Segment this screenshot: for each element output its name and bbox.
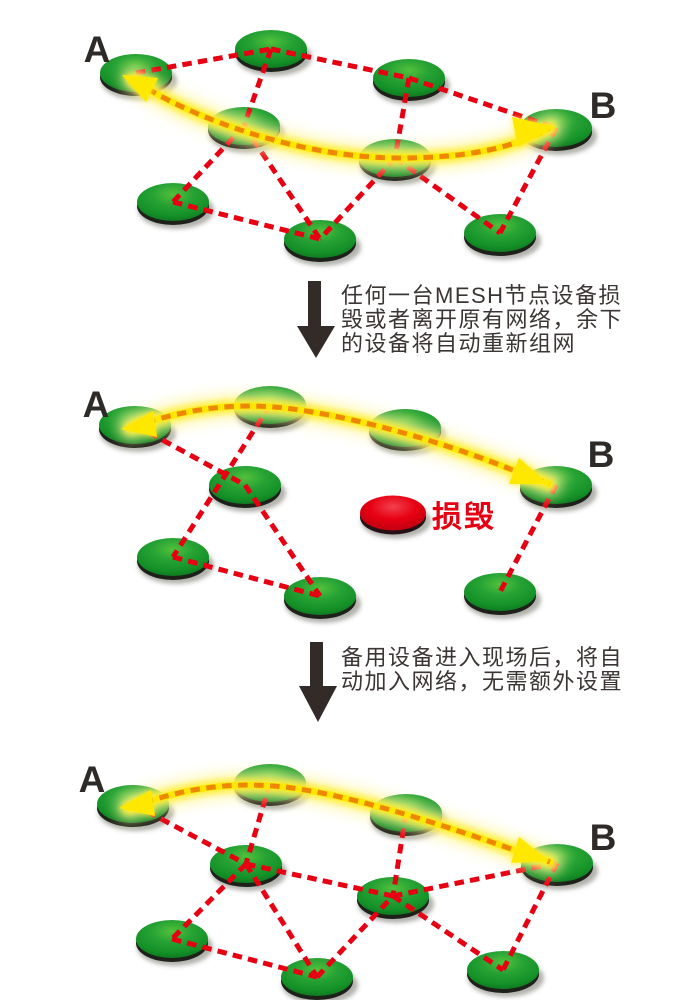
mesh-node — [464, 214, 541, 260]
signal-path — [115, 771, 564, 876]
node-a-label: A — [83, 384, 110, 425]
damaged-node-label: 损毁 — [432, 501, 496, 534]
panel-node-damaged: A B 损毁 — [83, 384, 615, 623]
node-b-label: B — [588, 434, 615, 475]
path-arrowhead — [509, 458, 548, 484]
mesh-node — [284, 220, 361, 266]
path-arrowhead — [122, 75, 158, 102]
mesh-node — [284, 577, 361, 623]
mesh-links — [135, 46, 559, 242]
transition-caption-2: 备用设备进入现场后，将自 动加入网络，无需额外设置 — [341, 646, 623, 694]
panel-network-restored: A B — [79, 759, 617, 1000]
caption-line: 备用设备进入现场后，将自 — [341, 645, 624, 670]
mesh-node — [137, 538, 214, 584]
mesh-node — [136, 920, 213, 966]
panel-original-network: A B — [84, 29, 617, 266]
node-b-label: B — [590, 85, 617, 126]
signal-path — [117, 392, 563, 498]
damaged-node — [360, 495, 431, 539]
path-arrowhead — [511, 837, 549, 863]
path-arrowhead — [119, 790, 155, 816]
caption-line: 动加入网络，无需额外设置 — [341, 669, 624, 694]
caption-line: 毁或者离开原有网络，余下 — [341, 307, 624, 332]
mesh-node — [281, 958, 358, 1000]
signal-path — [120, 66, 564, 172]
node-a-label: A — [79, 759, 106, 800]
down-arrow-icon — [299, 642, 337, 722]
node-b-label: B — [590, 817, 617, 858]
transition-caption-1: 任何一台MESH节点设备损 毁或者离开原有网络，余下 的设备将自动重新组网 — [341, 284, 623, 356]
mesh-node — [467, 951, 544, 997]
down-arrow-icon — [297, 281, 335, 358]
mesh-node — [464, 573, 541, 619]
path-arrowhead — [121, 411, 157, 437]
node-a-label: A — [84, 29, 111, 70]
path-arrowhead — [512, 117, 556, 147]
mesh-node — [137, 183, 214, 229]
caption-line: 任何一台MESH节点设备损 — [341, 283, 623, 308]
caption-line: 的设备将自动重新组网 — [341, 331, 577, 356]
mesh-node — [373, 59, 450, 105]
